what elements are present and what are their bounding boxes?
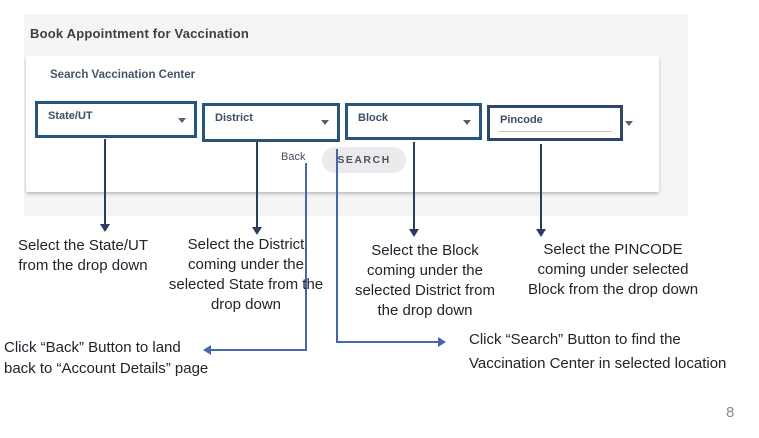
block-annotation-text: Select the Block coming under the select… — [342, 241, 508, 321]
annotation-line: Select the District — [187, 236, 305, 253]
annotation-line: Block from the drop down — [527, 281, 699, 298]
district-annotation-line — [256, 142, 258, 228]
screenshot-region: Book Appointment for Vaccination Search … — [24, 14, 688, 216]
annotation-line: selected District from — [354, 282, 496, 299]
arrow-down-icon — [409, 229, 419, 237]
annotation-line: Select the Block — [371, 242, 479, 259]
chevron-down-icon[interactable] — [178, 118, 186, 123]
chevron-down-icon[interactable] — [463, 120, 471, 125]
page-title: Book Appointment for Vaccination — [30, 26, 249, 41]
annotation-line: selected State from the — [168, 276, 324, 293]
annotation-line: the drop down — [377, 302, 473, 319]
block-annotation-line — [413, 142, 415, 230]
arrow-down-icon — [100, 224, 110, 232]
pincode-dropdown-label: Pincode — [500, 114, 543, 126]
arrow-down-icon — [252, 227, 262, 235]
annotation-line: coming under the — [367, 262, 483, 279]
annotation-line: coming under the — [188, 256, 304, 273]
annotation-line: Vaccination Center in selected location — [469, 355, 727, 372]
annotation-line: Click “Back” Button to land — [4, 339, 181, 356]
district-dropdown[interactable]: District — [202, 103, 340, 142]
annotation-line: Select the State/UT — [17, 237, 149, 254]
state-annotation-text: Select the State/UT from the drop down — [2, 236, 164, 276]
search-button[interactable]: SEARCH — [322, 147, 406, 173]
state-annotation-line — [104, 139, 106, 225]
chevron-down-icon[interactable] — [321, 120, 329, 125]
district-annotation-text: Select the District coming under the sel… — [158, 235, 334, 315]
annotation-line: back to “Account Details” page — [4, 360, 209, 377]
annotation-line: from the drop down — [18, 257, 148, 274]
annotation-line: coming under selected — [537, 261, 689, 278]
pincode-input-underline — [498, 131, 612, 132]
back-annotation-line — [211, 349, 307, 351]
state-dropdown-label: State/UT — [48, 110, 93, 122]
state-dropdown[interactable]: State/UT — [35, 101, 197, 138]
chevron-down-icon[interactable] — [625, 121, 633, 126]
pincode-annotation-line — [540, 144, 542, 230]
annotation-line: drop down — [210, 296, 282, 313]
arrow-right-icon — [438, 337, 446, 347]
back-button[interactable]: Back — [281, 151, 306, 163]
search-card: Search Vaccination Center State/UT Distr… — [26, 56, 659, 192]
search-annotation-line — [338, 341, 438, 343]
block-dropdown-label: Block — [358, 112, 388, 124]
block-dropdown[interactable]: Block — [345, 103, 482, 140]
pincode-annotation-text: Select the PINCODE coming under selected… — [515, 240, 711, 300]
pincode-dropdown[interactable]: Pincode — [487, 105, 633, 141]
back-annotation-text: Click “Back” Button to land back to “Acc… — [4, 337, 284, 379]
search-annotation-line — [336, 149, 338, 343]
search-annotation-text: Click “Search” Button to find the Vaccin… — [469, 328, 754, 376]
arrow-down-icon — [536, 229, 546, 237]
annotation-line: Click “Search” Button to find the — [469, 331, 681, 348]
arrow-left-icon — [203, 345, 211, 355]
district-dropdown-label: District — [215, 112, 253, 124]
annotation-line: Select the PINCODE — [543, 241, 683, 258]
page-number: 8 — [726, 404, 735, 421]
card-heading: Search Vaccination Center — [50, 69, 196, 81]
back-annotation-line — [305, 163, 307, 351]
